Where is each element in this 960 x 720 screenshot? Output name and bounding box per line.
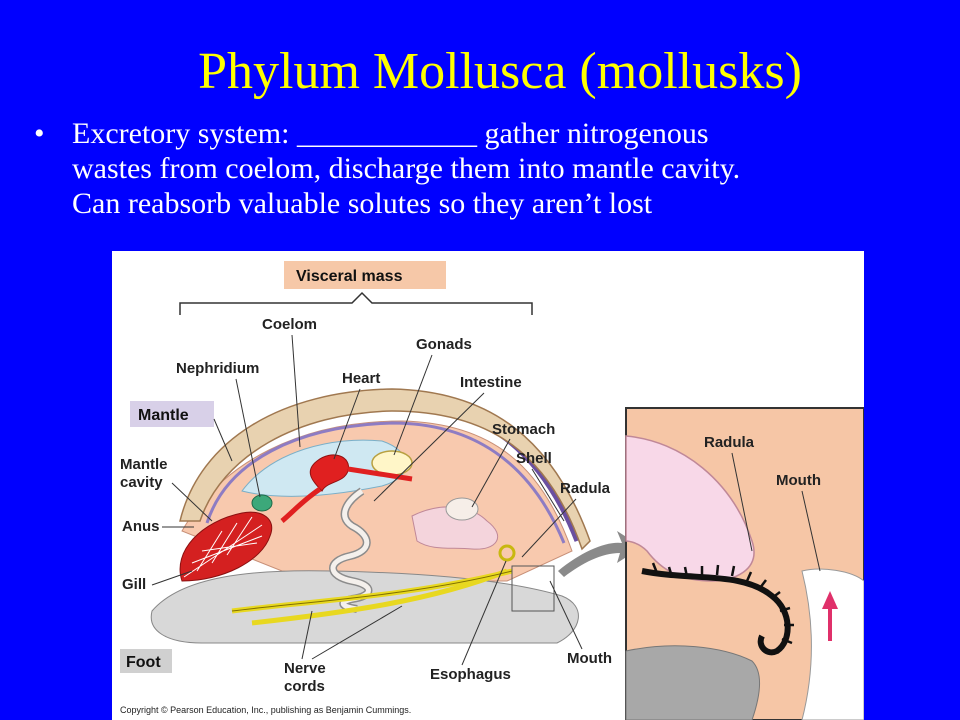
- leader-nerve-cords-1: [301, 610, 313, 660]
- gonads-label: Gonads: [416, 336, 472, 353]
- leader-shell: [531, 468, 565, 522]
- nephridium-label: Nephridium: [176, 360, 259, 377]
- shell-label: Shell: [516, 450, 552, 467]
- esophagus-label: Esophagus: [430, 666, 511, 683]
- mantle-cavity-label-2: cavity: [120, 474, 163, 491]
- mantle-label: Mantle: [138, 407, 189, 424]
- visceral-mass-label: Visceral mass: [296, 268, 403, 285]
- mollusk-anatomy-figure: Visceral mass Coelom Gonads Nephridium H…: [112, 251, 864, 720]
- leader-radula: [521, 498, 577, 558]
- nerve-cords-label-1: Nerve: [284, 660, 326, 677]
- leader-nephridium: [235, 378, 261, 498]
- stomach-label: Stomach: [492, 421, 555, 438]
- leader-inset-radula: [731, 452, 753, 552]
- bullet-text: Excretory system: ____________ gather ni…: [72, 116, 932, 221]
- nerve-cords-label-2: cords: [284, 678, 325, 695]
- leader-nerve-cords-2: [311, 605, 403, 660]
- leader-mantle-cavity: [171, 482, 213, 522]
- bullet-line-1: Excretory system: ____________ gather ni…: [72, 117, 709, 150]
- mantle-label-box: [130, 401, 214, 427]
- nerve-cord-outline: [231, 570, 513, 612]
- bullet-marker: •: [34, 117, 45, 150]
- heart-vessel-down: [280, 486, 322, 523]
- gill-lines: [183, 516, 263, 578]
- inset-tooth-marks: [651, 562, 794, 645]
- leader-inset-mouth: [801, 490, 821, 572]
- nerve-cord-2: [251, 568, 508, 626]
- foot-label: Foot: [126, 654, 161, 671]
- esophagus-ring: [498, 544, 516, 562]
- slide-title: Phylum Mollusca (mollusks): [198, 43, 802, 100]
- bullet-line-3: Can reabsorb valuable solutes so they ar…: [72, 187, 653, 220]
- inset-up-arrowhead: [822, 591, 838, 609]
- leader-coelom: [291, 334, 301, 448]
- mollusk-diagram: Visceral mass Coelom Gonads Nephridium H…: [120, 261, 864, 720]
- mantle-cavity-label-1: Mantle: [120, 456, 168, 473]
- leader-mantle: [213, 418, 233, 462]
- foot-label-box: [120, 649, 172, 673]
- inset-lower-jaw: [625, 645, 760, 720]
- inset-mouth-label: Mouth: [776, 472, 821, 489]
- copyright-text: Copyright © Pearson Education, Inc., pub…: [120, 705, 411, 715]
- visceral-mass-bracket: [179, 291, 533, 315]
- gill-label: Gill: [122, 576, 146, 593]
- heart: [309, 454, 349, 492]
- stomach-gland: [445, 497, 479, 521]
- mouth-label: Mouth: [567, 650, 612, 667]
- leader-gill: [151, 570, 193, 586]
- nephridium: [251, 494, 273, 512]
- coelom-label: Coelom: [262, 316, 317, 333]
- heart-label: Heart: [342, 370, 380, 387]
- heart-vessel: [347, 466, 413, 482]
- leader-stomach: [471, 438, 511, 508]
- intestine-label: Intestine: [460, 374, 522, 391]
- inset-mouth-tissue: [801, 568, 864, 720]
- visceral-mass-label-box: [284, 261, 446, 289]
- bullet-line-2: wastes from coelom, discharge them into …: [72, 152, 741, 185]
- inset-radula-teeth: [641, 568, 791, 656]
- inset-radula-label: Radula: [704, 434, 755, 451]
- leader-mouth: [549, 580, 583, 650]
- leader-heart: [333, 388, 361, 460]
- leader-esophagus: [461, 560, 507, 666]
- leader-lines: [151, 334, 821, 666]
- zoom-arrow-icon: [558, 531, 642, 577]
- mantle-inner-line: [205, 421, 566, 544]
- shell: [179, 388, 591, 551]
- leader-gonads: [393, 354, 433, 456]
- anus-label: Anus: [122, 518, 160, 535]
- radula-label: Radula: [560, 480, 611, 497]
- leader-intestine: [373, 392, 485, 502]
